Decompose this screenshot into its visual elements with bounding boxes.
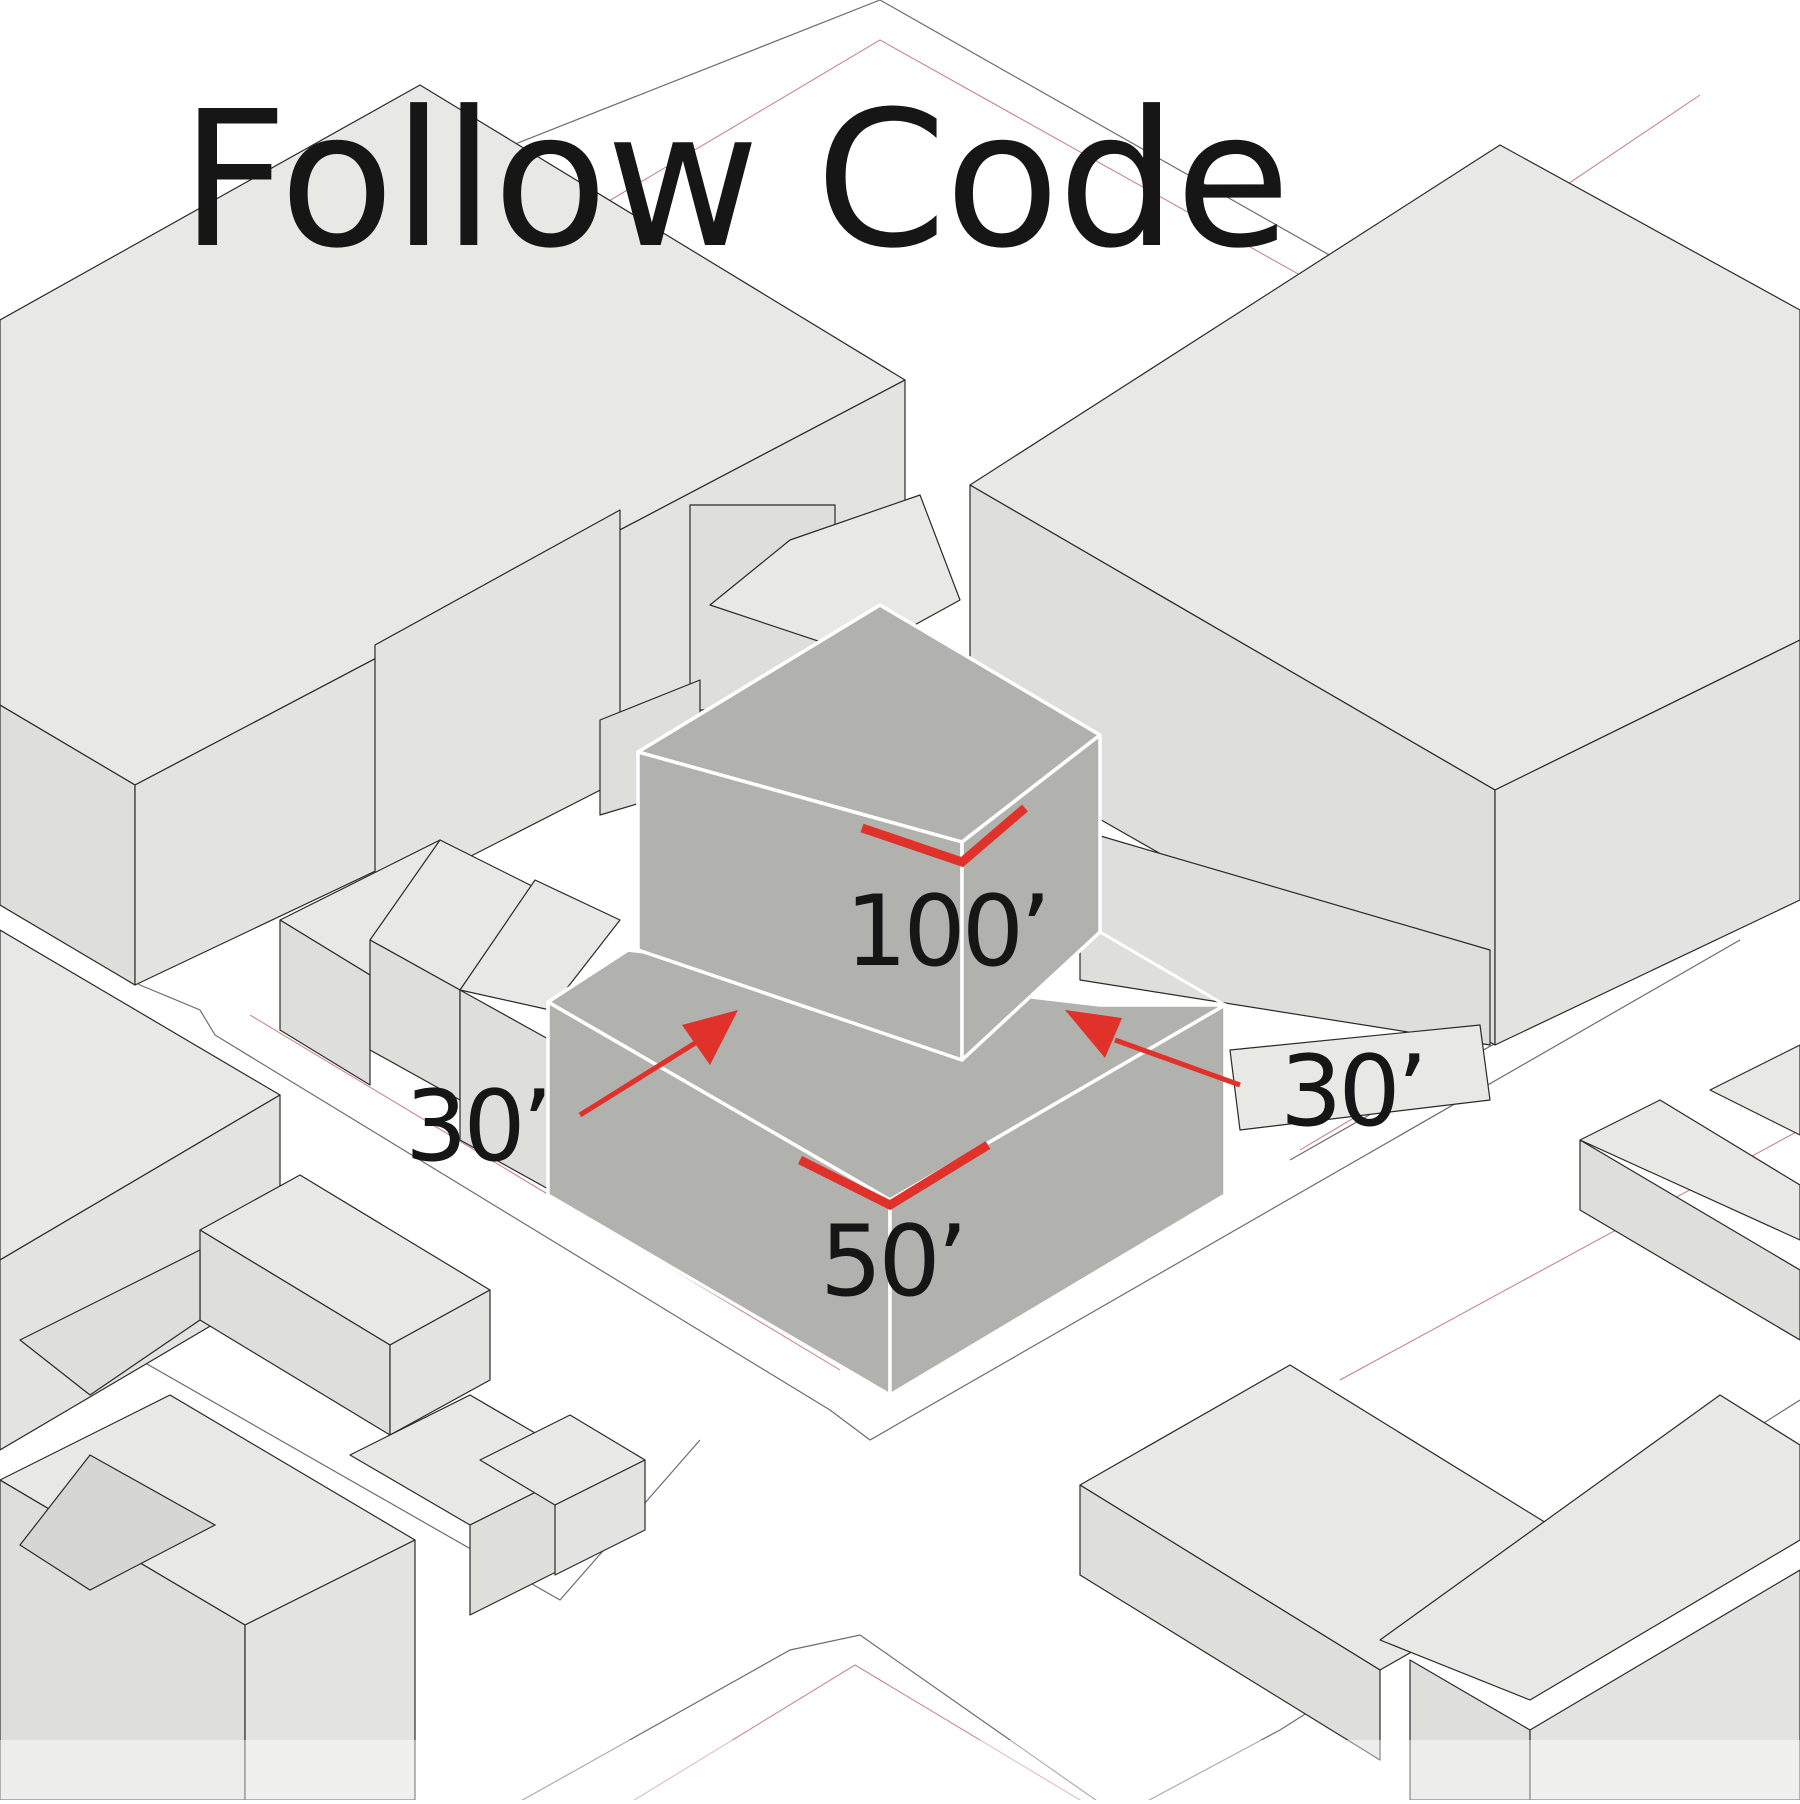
context-houses-center — [279, 494, 961, 1191]
base-height-label: 50’ — [820, 1205, 964, 1319]
bottom-fade-band — [0, 1740, 1800, 1800]
context-buildings-southwest — [0, 1174, 646, 1801]
page-title: Follow Code — [180, 71, 1289, 290]
top-height-corner-marker — [860, 804, 1028, 868]
context-buildings-east — [1079, 1044, 1800, 1801]
right-setback-label: 30’ — [1280, 1035, 1424, 1149]
setback-arrow-left — [578, 1010, 738, 1118]
tower-height-label: 100’ — [845, 875, 1047, 989]
dimension-markers — [797, 804, 1028, 1211]
context-building-west — [0, 929, 281, 1451]
context-building-northwest — [0, 84, 906, 986]
context-building-northeast — [969, 144, 1800, 1131]
setback-arrow-right — [1065, 1010, 1241, 1088]
base-height-corner-marker — [797, 1141, 991, 1211]
left-setback-label: 30’ — [405, 1070, 549, 1184]
subject-building-massing — [546, 603, 1227, 1397]
base-volume-right-face — [888, 1003, 1227, 1397]
